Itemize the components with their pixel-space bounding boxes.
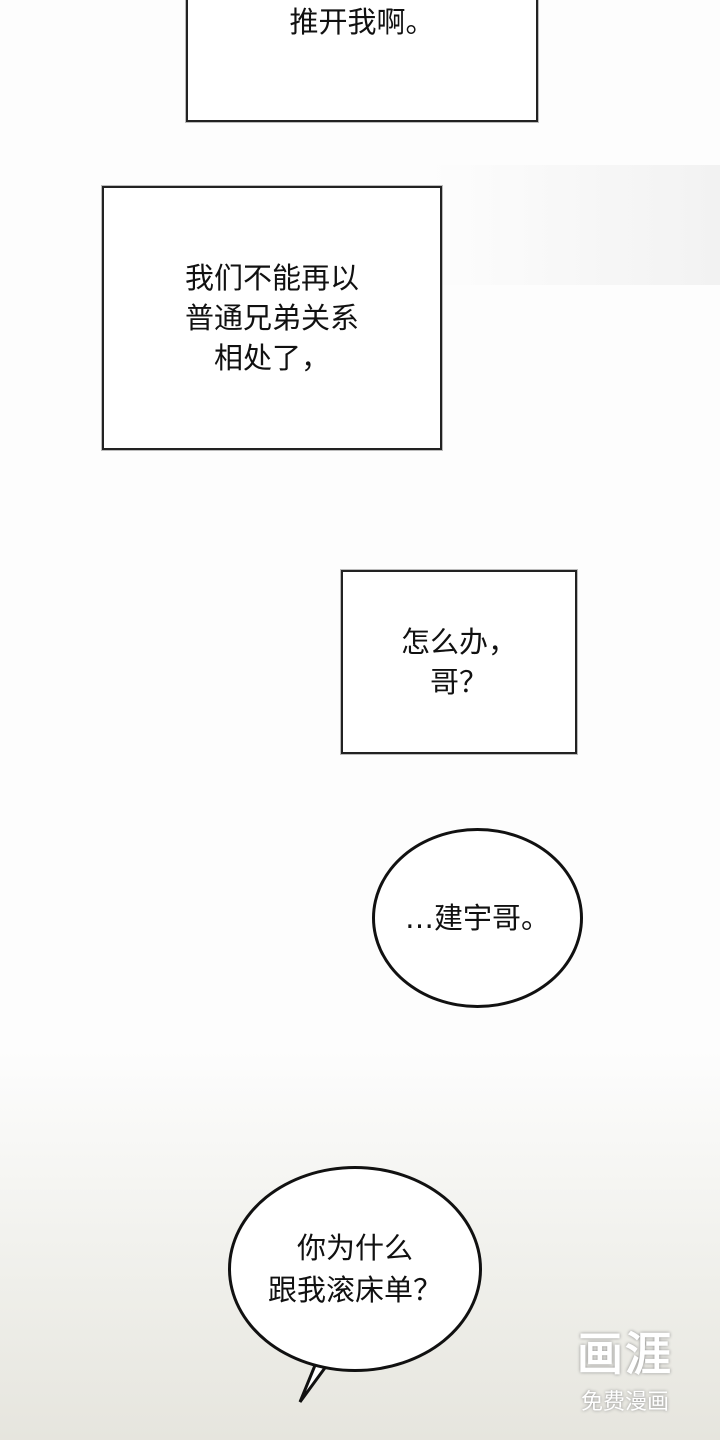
bubble-text: 跟我滚床单？ [267, 1273, 442, 1307]
speech-bubble-2: 你为什么 跟我滚床单？ [228, 1166, 482, 1372]
watermark-logo: 画涯 [577, 1327, 673, 1381]
caption-box-2: 我们不能再以 普通兄弟关系 相处了， [102, 186, 442, 450]
watermark-subtitle: 免费漫画 [580, 1390, 669, 1415]
bubble-text: 你为什么 [296, 1231, 413, 1265]
bubble-text: …建宇哥。 [404, 901, 550, 935]
background-shade [430, 165, 720, 285]
speech-bubble-1: …建宇哥。 [372, 828, 583, 1008]
caption-text: 我们不能再以 [184, 261, 359, 295]
caption-box-1: 推开我啊。 [186, 0, 538, 122]
watermark: 画涯 免费漫画 [565, 1318, 685, 1416]
caption-box-3: 怎么办， 哥？ [341, 570, 577, 754]
caption-text: 哥？ [429, 665, 488, 699]
caption-text: 怎么办， [400, 625, 517, 659]
caption-text: 相处了， [213, 341, 330, 375]
caption-text: 推开我啊。 [289, 5, 435, 39]
caption-text: 普通兄弟关系 [184, 301, 359, 335]
